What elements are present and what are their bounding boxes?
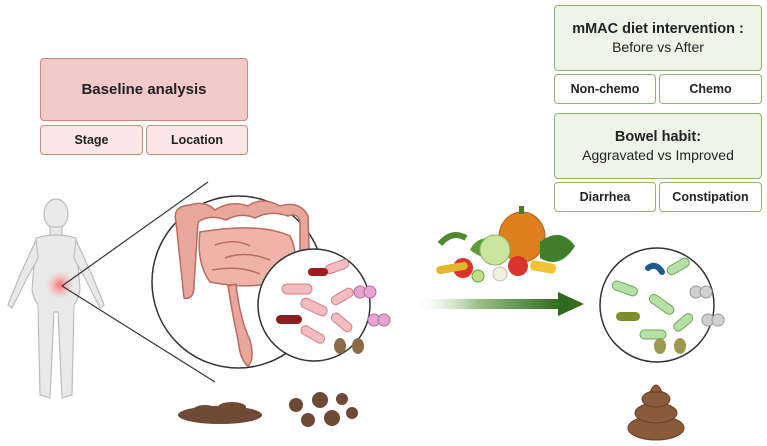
non-chemo-cell: Non-chemo <box>554 74 656 104</box>
intervention-arrow <box>410 292 584 316</box>
human-figure-icon <box>7 198 105 399</box>
diarrhea-cell: Diarrhea <box>554 182 656 212</box>
constipation-cell: Constipation <box>659 182 762 212</box>
stage-cell: Stage <box>40 125 143 155</box>
baseline-analysis-title: Baseline analysis <box>81 81 207 98</box>
location-label: Location <box>170 133 224 147</box>
intervention-title: mMAC diet intervention : <box>572 21 744 37</box>
bowel-habit-title: Bowel habit: <box>614 129 702 145</box>
affected-area-glow <box>46 271 74 299</box>
zoom-line-top <box>61 181 209 287</box>
chemo-label: Chemo <box>689 82 732 96</box>
location-cell: Location <box>146 125 248 155</box>
baseline-analysis-box: Baseline analysis <box>40 58 248 121</box>
stage-label: Stage <box>74 133 109 147</box>
intervention-box: mMAC diet intervention : Before vs After <box>554 5 762 71</box>
normal-stool-icon <box>627 384 685 441</box>
bacteria-after-icon <box>611 257 725 354</box>
non-chemo-label: Non-chemo <box>570 82 640 96</box>
zoom-line-bottom <box>61 285 216 383</box>
bacteria-before-icon <box>276 258 391 354</box>
intervention-subtitle: Before vs After <box>612 39 704 55</box>
bowel-habit-subtitle: Aggravated vs Improved <box>582 147 734 163</box>
constipation-label: Constipation <box>672 190 749 204</box>
constipation-stool-icon <box>289 392 358 427</box>
diarrhea-label: Diarrhea <box>579 190 631 204</box>
chemo-cell: Chemo <box>659 74 762 104</box>
bowel-habit-box: Bowel habit: Aggravated vs Improved <box>554 113 762 179</box>
diarrhea-stool-icon <box>178 402 262 424</box>
vegetables-icon <box>436 206 575 283</box>
